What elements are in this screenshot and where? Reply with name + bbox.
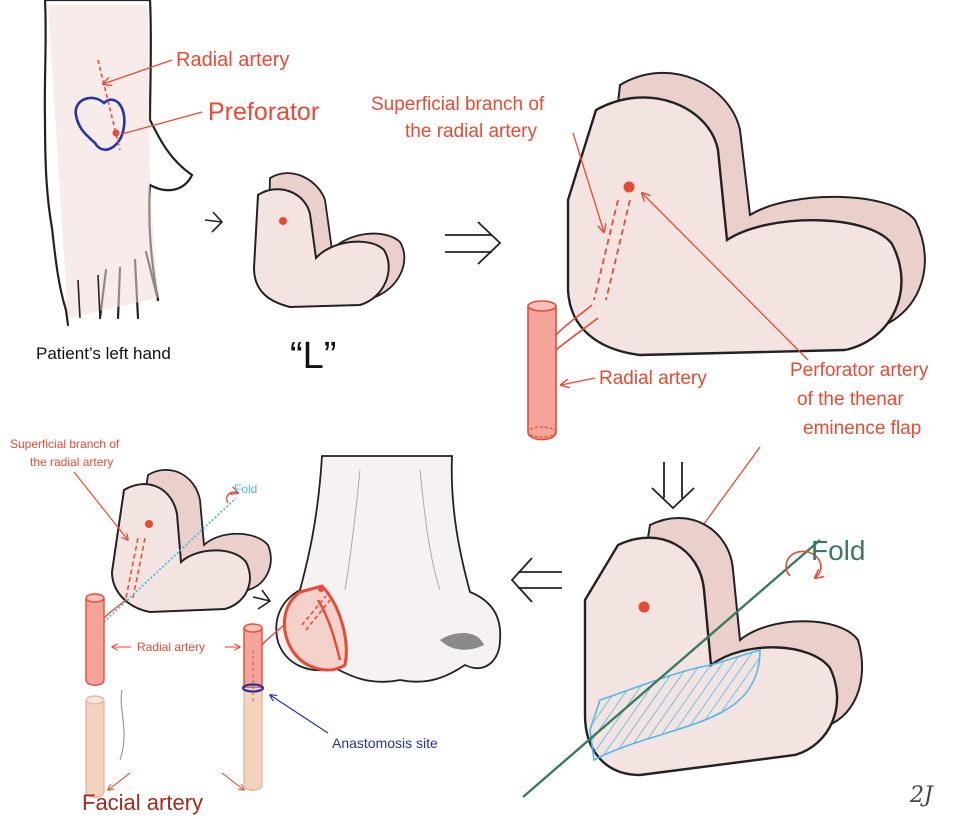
- nose-drawing: [276, 456, 500, 682]
- label-letter-l: “L”: [290, 335, 336, 377]
- label-preforator: Preforator: [208, 98, 319, 126]
- l-flap-small: [254, 173, 404, 307]
- label-superficial-small-line: the radial artery: [30, 455, 113, 469]
- label-perforator-line: eminence flap: [803, 418, 921, 439]
- l-flap-large: [568, 73, 925, 355]
- label-radial-artery-mid: Radial artery: [599, 368, 707, 389]
- double-arrow-down: [652, 462, 694, 508]
- label-perforator-artery: Perforator artery of the thenar eminence…: [790, 360, 934, 439]
- label-superficial-branch-small: Superficial branch of the radial artery: [10, 437, 123, 469]
- double-arrow-right: [445, 222, 500, 264]
- double-arrow-left: [512, 558, 562, 602]
- small-arrow-right: [205, 212, 222, 232]
- label-radial-artery-small: Radial artery: [137, 640, 205, 654]
- vessel-facial-left: [86, 696, 104, 797]
- label-fold-small: Fold: [234, 482, 257, 496]
- label-superficial-branch-top: Superficial branch of the radial artery: [371, 94, 550, 142]
- label-facial-artery: Facial artery: [82, 790, 203, 815]
- thread-line: [120, 690, 124, 760]
- vessel-anastomosed: [243, 624, 284, 790]
- label-radial-artery-top: Radial artery: [176, 49, 289, 71]
- label-anastomosis-site: Anastomosis site: [332, 735, 438, 751]
- label-superficial-small-line: Superficial branch of: [10, 437, 120, 451]
- small-arrow-nose: [253, 590, 270, 609]
- label-superficial-branch-top-line: Superficial branch of: [371, 94, 545, 115]
- artist-signature: 2J: [909, 783, 934, 808]
- label-perforator-line: of the thenar: [797, 389, 904, 410]
- label-superficial-branch-top-line: the radial artery: [405, 121, 538, 142]
- label-fold-large: Fold: [811, 535, 865, 566]
- label-patient-left-hand: Patient’s left hand: [36, 344, 171, 363]
- label-perforator-line: Perforator artery: [790, 360, 929, 381]
